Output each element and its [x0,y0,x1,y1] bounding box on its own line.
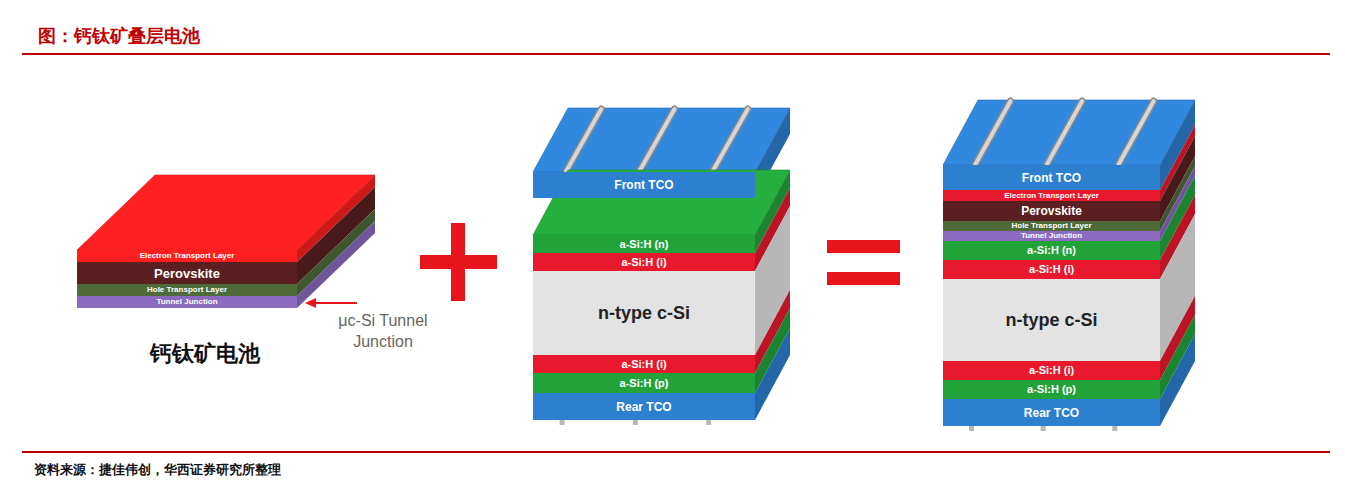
layer-label: a-Si:H (i) [1029,365,1074,376]
title-rule [22,53,1330,55]
metal-finger [1047,101,1082,164]
component-label: 钙钛矿电池 [105,340,305,369]
side-face [1160,334,1195,426]
top-face [533,170,790,235]
source-caption: 资料来源：捷佳伟创，华西证券研究所整理 [34,461,281,479]
layer-label: Tunnel Junction [1021,232,1082,240]
layer-label: a-Si:H (i) [621,257,666,268]
metal-finger [1119,101,1154,164]
block-faces [77,100,1195,431]
layer-band: a-Si:H (i) [943,361,1160,380]
layer-band: a-Si:H (n) [533,235,755,253]
figure-title: 图：钙钛矿叠层电池 [38,24,200,48]
equals-symbol [827,272,900,285]
layer-label: a-Si:H (n) [620,239,669,250]
layer-label: a-Si:H (p) [1027,384,1076,395]
metal-finger [566,109,601,171]
layer-band: a-Si:H (p) [533,373,755,393]
metal-finger [976,101,1011,164]
layer-band: Hole Transport Layer [943,221,1160,231]
layer-label: Perovskite [1021,205,1082,217]
layer-band: Front TCO [943,165,1160,190]
layer-band: a-Si:H (p) [943,380,1160,399]
metal-finger [640,109,675,171]
layer-label: n-type c-Si [1005,311,1097,329]
leader-arrowhead [305,298,316,308]
metal-finger [640,109,675,171]
metal-finger [1119,101,1154,164]
layer-label: Front TCO [614,179,673,191]
layer-label: Rear TCO [616,401,671,413]
top-face [943,100,1195,165]
rear-contact [706,420,711,425]
layer-band: Tunnel Junction [943,231,1160,241]
side-face [755,328,790,420]
rear-contact [633,420,638,425]
layer-label: Electron Transport Layer [1004,192,1099,200]
layer-band: Electron Transport Layer [77,250,297,262]
layer-band: a-Si:H (n) [943,241,1160,260]
layer-band: n-type c-Si [533,271,755,355]
layer-label: Front TCO [1022,172,1081,184]
layer-band: Front TCO [533,172,755,198]
metal-finger [566,109,601,171]
layer-label: Perovskite [154,267,220,280]
side-face [297,209,375,296]
metal-finger [713,109,748,171]
layer-band: a-Si:H (i) [943,260,1160,279]
layer-label: a-Si:H (n) [1027,245,1076,256]
layer-label: Rear TCO [1024,407,1079,419]
leader-arrow [314,302,357,304]
equals-symbol [827,240,900,253]
layer-band: Tunnel Junction [77,296,297,308]
caption-rule [22,451,1330,453]
layer-band: Electron Transport Layer [943,190,1160,201]
layer-label: Electron Transport Layer [140,252,235,260]
layer-band: Rear TCO [533,393,755,420]
rear-contact [969,426,974,431]
layer-label: a-Si:H (i) [621,359,666,370]
annotation-text: μc-Si Tunnel Junction [318,311,448,353]
rear-contact [1041,426,1046,431]
layer-band: Perovskite [943,201,1160,221]
rear-contact [560,420,565,425]
layer-label: n-type c-Si [598,304,690,322]
plus-symbol [451,223,465,301]
layer-label: Tunnel Junction [156,298,217,306]
layer-band: a-Si:H (i) [533,253,755,271]
layer-band: Hole Transport Layer [77,284,297,296]
top-face [533,108,790,172]
side-face [297,221,375,308]
layer-band: Perovskite [77,262,297,284]
layer-label: Hole Transport Layer [147,286,227,294]
metal-finger [1047,101,1082,164]
layer-band: a-Si:H (i) [533,355,755,373]
rear-contact [1112,426,1117,431]
layer-label: a-Si:H (p) [620,378,669,389]
layer-band: n-type c-Si [943,279,1160,361]
metal-finger [713,109,748,171]
layer-label: a-Si:H (i) [1029,264,1074,275]
layer-band: Rear TCO [943,399,1160,426]
metal-finger [976,101,1011,164]
layer-label: Hole Transport Layer [1011,222,1091,230]
